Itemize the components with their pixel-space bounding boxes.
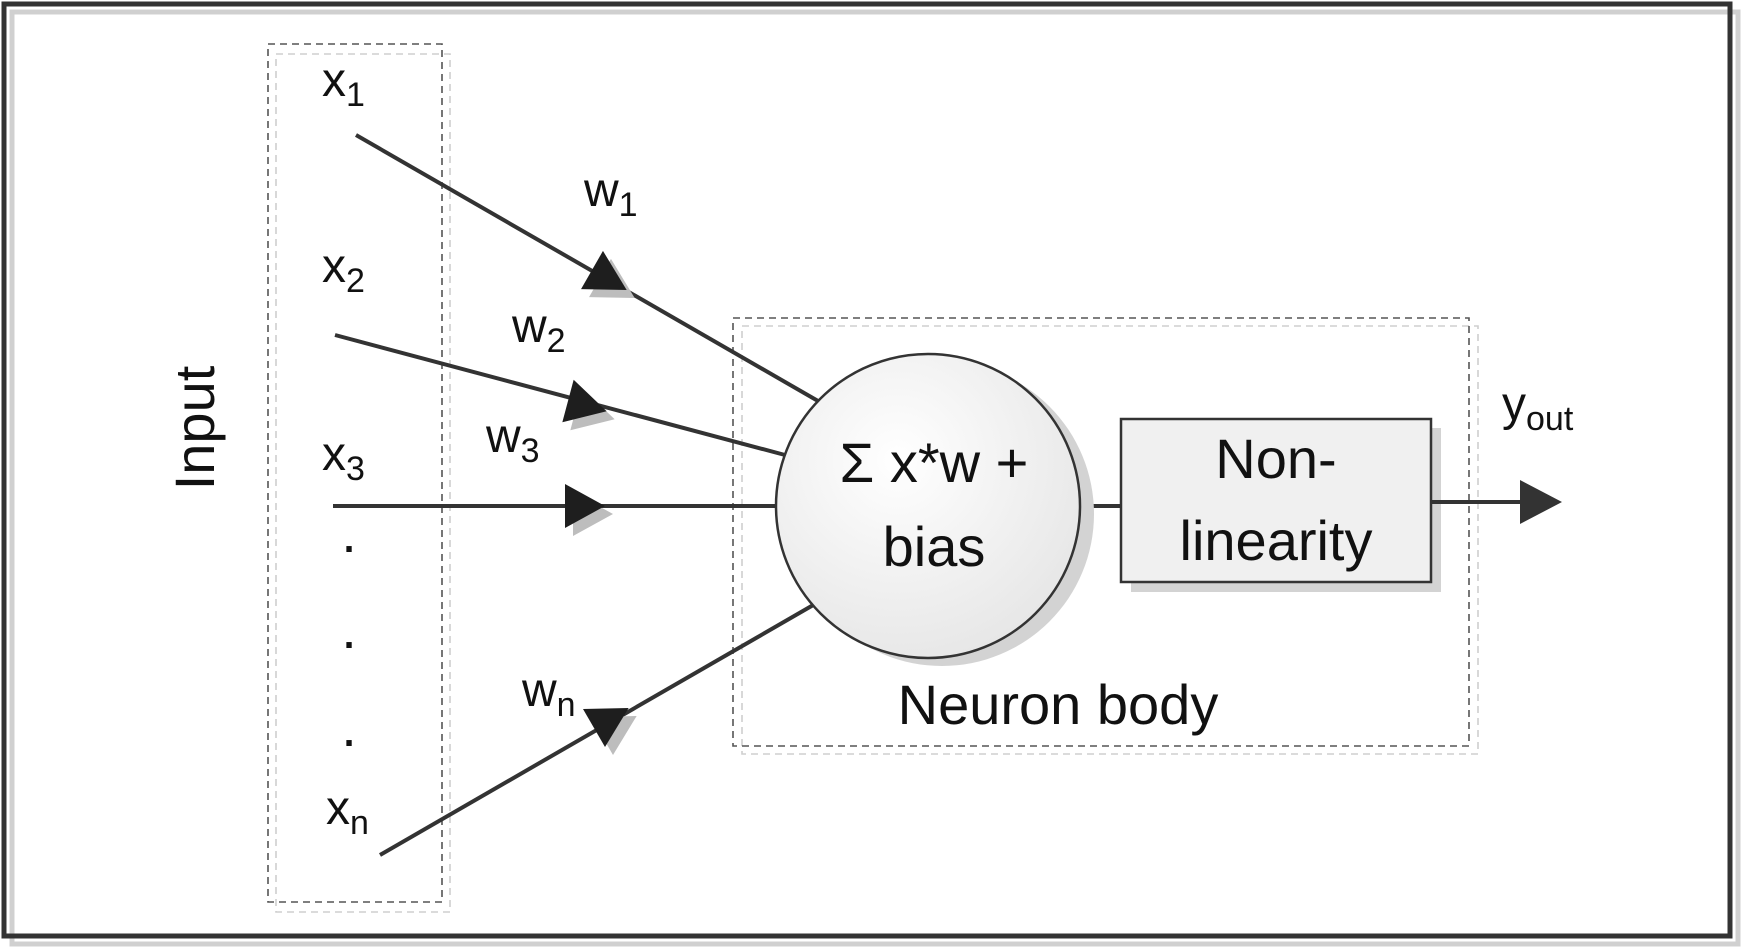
- arrow-wn-icon: [583, 708, 629, 748]
- label-w1: w1: [583, 164, 638, 224]
- label-w2-base: w: [511, 300, 547, 353]
- label-x2: x2: [322, 240, 365, 300]
- label-y-out-base: y: [1502, 378, 1526, 431]
- label-w3-sub: 3: [521, 432, 540, 470]
- label-w2-sub: 2: [547, 322, 566, 360]
- label-x1-sub: 1: [346, 76, 365, 114]
- neuron-body-box: [732, 317, 1470, 747]
- input-group-box-shadow: [275, 53, 451, 913]
- summation-text-line2: bias: [883, 515, 986, 578]
- label-w3-base: w: [485, 410, 521, 463]
- label-x1-base: x: [322, 54, 346, 107]
- arrow-w1-icon: [581, 250, 627, 290]
- label-x2-sub: 2: [346, 262, 365, 300]
- input-group-box: [267, 43, 443, 903]
- label-wn: wn: [521, 664, 576, 724]
- label-xn-sub: n: [350, 804, 369, 842]
- nonlinearity-text-line1: Non-: [1215, 427, 1336, 490]
- label-x3-base: x: [322, 428, 346, 481]
- label-w2: w2: [511, 300, 566, 360]
- label-w3: w3: [485, 410, 540, 470]
- nonlinearity-box: [1119, 417, 1433, 584]
- neuron-body-label: Neuron body: [898, 673, 1219, 736]
- label-y-out-sub: out: [1526, 400, 1574, 438]
- label-wn-sub: n: [557, 686, 576, 724]
- arrow-w3-icon: [565, 484, 605, 528]
- summation-text-line1: Σ x*w +: [840, 431, 1029, 494]
- label-y-out: yout: [1502, 378, 1574, 438]
- arrow-w2-icon: [562, 379, 607, 423]
- output-arrow-icon: [1520, 480, 1562, 524]
- edge-x1: [355, 133, 826, 407]
- edge-x2: [334, 333, 786, 457]
- label-x3: x3: [322, 428, 365, 488]
- ellipsis-dot: .: [341, 695, 357, 758]
- neuron-body-box-shadow: [741, 325, 1479, 755]
- label-xn-base: x: [326, 782, 350, 835]
- label-x1: x1: [322, 54, 365, 114]
- summation-node: [774, 352, 1082, 660]
- nonlinearity-text-line2: linearity: [1180, 509, 1373, 572]
- input-group-label: Input: [163, 365, 226, 490]
- label-xn: xn: [326, 782, 369, 842]
- label-w1-base: w: [583, 164, 619, 217]
- ellipsis-dot: .: [341, 501, 357, 564]
- label-w1-sub: 1: [619, 186, 638, 224]
- ellipsis-dot: .: [341, 597, 357, 660]
- label-x2-base: x: [322, 240, 346, 293]
- label-wn-base: w: [521, 664, 557, 717]
- frame-shadow: [9, 9, 1741, 947]
- label-x3-sub: 3: [346, 450, 365, 488]
